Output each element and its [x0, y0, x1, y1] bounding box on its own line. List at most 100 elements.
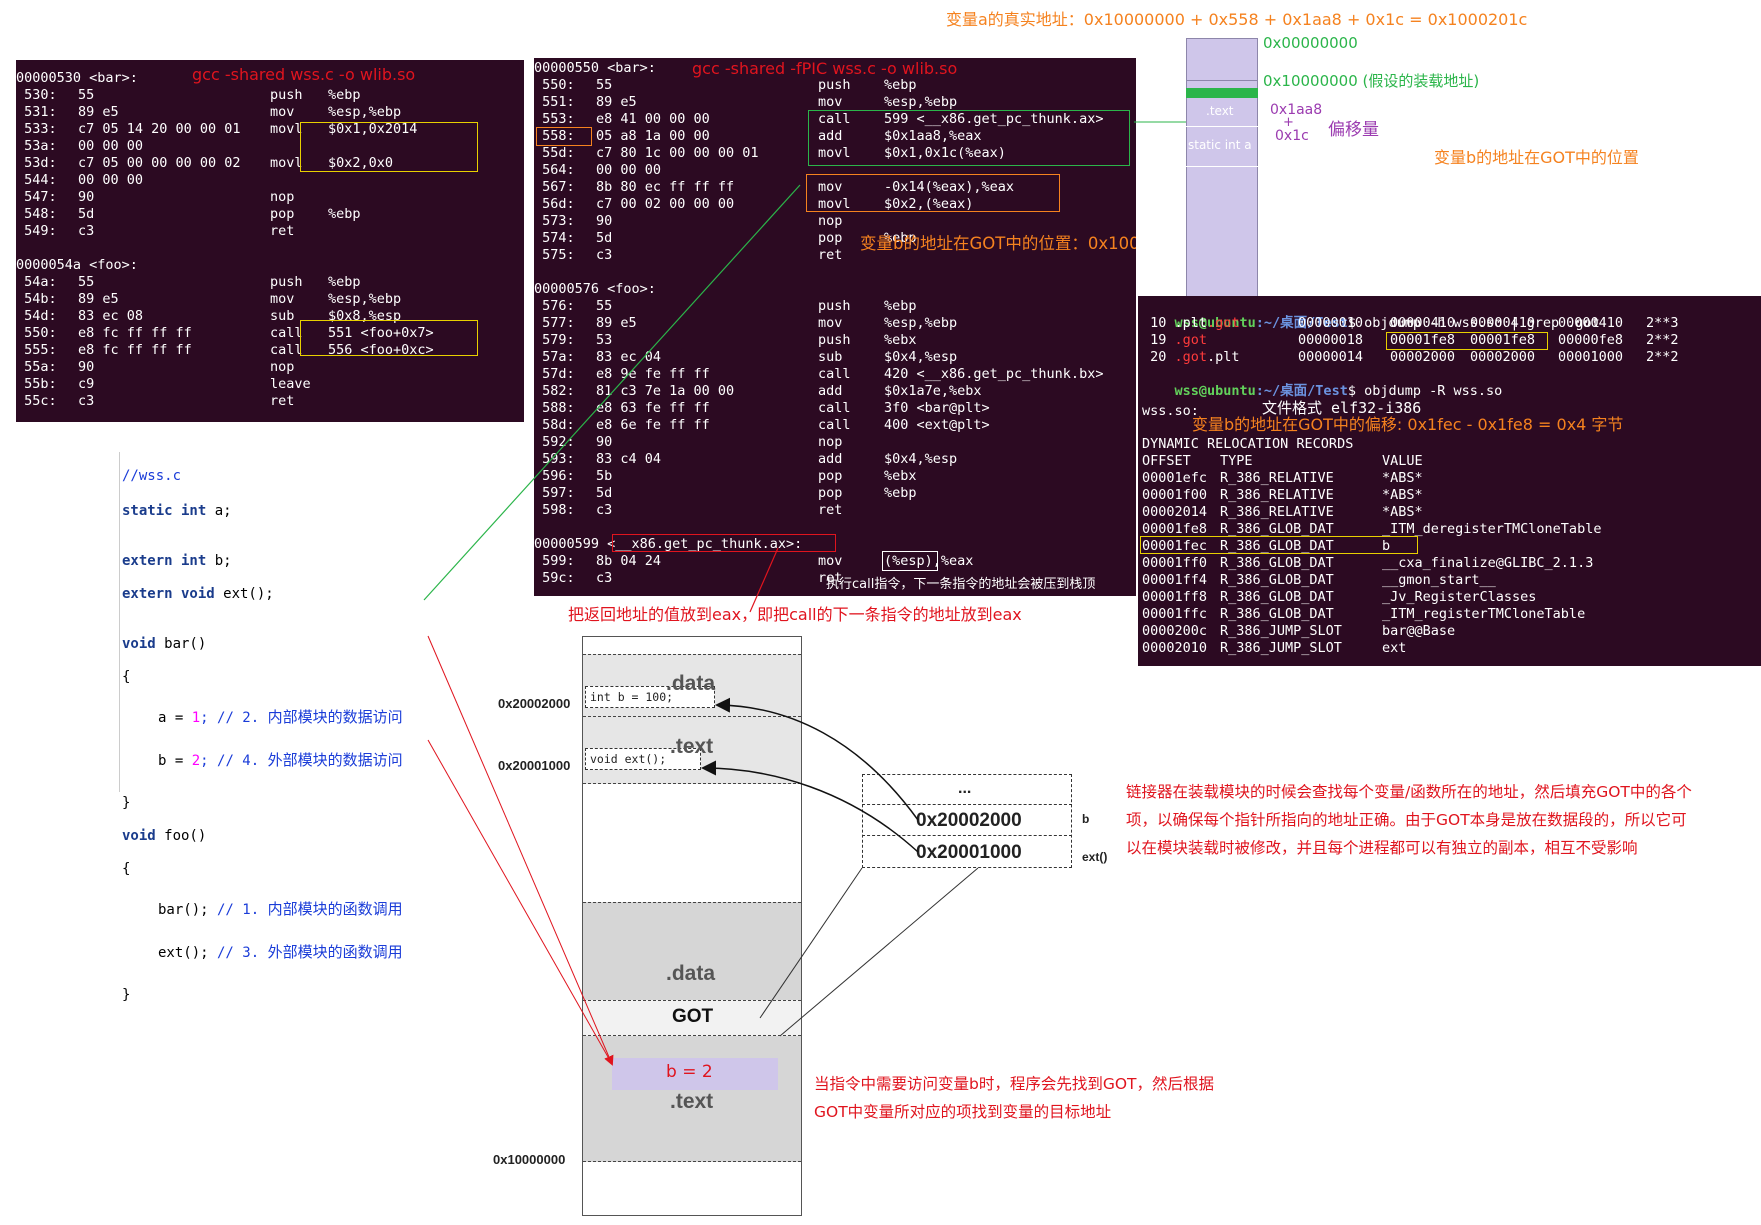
row-addr: 551:: [534, 94, 575, 110]
src-line-bar-call: bar(); // 1. 内部模块的函数调用: [158, 900, 403, 918]
got-row-1: [862, 804, 1072, 836]
row-operand: %ebp: [884, 298, 917, 314]
row-addr: 55a:: [16, 359, 57, 375]
reloc-type: R_386_JUMP_SLOT: [1220, 623, 1342, 639]
reloc-type: R_386_GLOB_DAT: [1220, 538, 1334, 554]
terminal-pic-disasm: 00000550 <bar>: gcc -shared -fPIC wss.c …: [534, 58, 1136, 596]
row-addr: 567:: [534, 179, 575, 195]
reloc-value: _ITM_registerTMCloneTable: [1382, 606, 1586, 622]
row-addr: 59c:: [534, 570, 575, 586]
reloc-offset: 00001f00: [1142, 487, 1208, 503]
row-operand: $0x1a7e,%ebx: [884, 383, 982, 399]
file-name: wss.so:: [1142, 403, 1199, 419]
addr-10000000: 0x10000000: [493, 1152, 566, 1167]
row-operand: %ebp: [884, 77, 917, 93]
section-off: 00000fe8: [1558, 332, 1624, 348]
row-mnemonic: pop: [270, 206, 295, 222]
row-mnemonic: mov: [270, 291, 295, 307]
addr-20002000: 0x20002000: [498, 696, 571, 711]
row-operand: $0x2,0x0: [328, 155, 394, 171]
row-addr: 597:: [534, 485, 575, 501]
row-addr: 0000054a <foo>:: [16, 257, 138, 273]
row-operand: %ebx: [884, 468, 917, 484]
row-hex: 90: [596, 434, 613, 450]
reloc-offset: 00001ff0: [1142, 555, 1208, 571]
reloc-type: R_386_GLOB_DAT: [1220, 521, 1334, 537]
row-addr: 55d:: [534, 145, 575, 161]
reloc-type: R_386_JUMP_SLOT: [1220, 640, 1342, 656]
row-addr: 00000576 <foo>:: [534, 281, 656, 297]
row-mnemonic: ret: [818, 570, 843, 586]
row-hex: e8 fc ff ff ff: [78, 325, 192, 341]
memory-line-0: [1186, 80, 1258, 81]
note-got-position-calc: 变量b的地址在GOT中的位置：0x10000000 + 0x558 + 0x1a…: [860, 234, 1136, 253]
row-addr: 577:: [534, 315, 575, 331]
compile-cmd-pic: gcc -shared -fPIC wss.c -o wlib.so: [692, 59, 958, 78]
reloc-offset: 00001efc: [1142, 470, 1208, 486]
row-mnemonic: call: [818, 366, 851, 382]
reloc-value: _ITM_deregisterTMCloneTable: [1382, 521, 1602, 537]
upper-text-label: .text: [670, 735, 714, 758]
row-addr: 533:: [16, 121, 57, 137]
row-hex: e8 6e fe ff ff: [596, 417, 710, 433]
reloc-offset: 00001ff8: [1142, 589, 1208, 605]
row-mnemonic: add: [818, 451, 843, 467]
row-addr: 579:: [534, 332, 575, 348]
row-hex: c3: [596, 502, 613, 518]
src-line-ext-call: ext(); // 3. 外部模块的函数调用: [158, 943, 403, 961]
highlight-got-load: [806, 174, 1060, 212]
row-addr: 53d:: [16, 155, 57, 171]
row-addr: 549:: [16, 223, 57, 239]
row-mnemonic: nop: [818, 434, 843, 450]
section-name-got: .got: [1207, 315, 1240, 331]
row-addr: 573:: [534, 213, 575, 229]
row-mnemonic: call: [818, 417, 851, 433]
command-objdump-h: $ objdump -h wss.so | grep .got: [1347, 315, 1600, 331]
row-mnemonic: call: [818, 400, 851, 416]
highlight-reloc-b: [1140, 536, 1418, 554]
row-addr: 576:: [534, 298, 575, 314]
row-mnemonic: nop: [270, 189, 295, 205]
func-header-bar-pic: 00000550 <bar>:: [534, 60, 656, 76]
col-value: VALUE: [1382, 453, 1423, 469]
prompt-user-2: wss@ubuntu: [1174, 383, 1256, 399]
row-mnemonic: call: [270, 325, 303, 341]
row-mnemonic: nop: [270, 359, 295, 375]
row-hex: c3: [596, 570, 613, 586]
reloc-type: R_386_GLOB_DAT: [1220, 589, 1334, 605]
lower-data-label: .data: [666, 962, 716, 985]
row-mnemonic: ret: [818, 247, 843, 263]
row-operand: $0x1,0x2014: [328, 121, 418, 137]
row-hex: 81 c3 7e 1a 00 00: [596, 383, 735, 399]
reloc-type: R_386_RELATIVE: [1220, 504, 1334, 520]
section-off: 00001000: [1558, 349, 1624, 365]
row-operand: $0x4,%esp: [884, 349, 958, 365]
row-mnemonic: mov: [818, 179, 843, 195]
row-operand: %ebp: [328, 87, 361, 103]
section-vma: 00002000: [1390, 349, 1456, 365]
row-operand: 420 <__x86.get_pc_thunk.bx>: [884, 366, 1104, 382]
row-hex: 00 00 00: [78, 138, 144, 154]
row-operand: %ebp: [328, 274, 361, 290]
row-mnemonic: sub: [818, 349, 843, 365]
row-operand: $0x1aa8,%eax: [884, 128, 982, 144]
row-addr: 555:: [16, 342, 57, 358]
row-mnemonic: push: [818, 77, 851, 93]
dynamic-reloc-title: DYNAMIC RELOCATION RECORDS: [1142, 436, 1354, 452]
src-line-filename: //wss.c: [122, 468, 182, 484]
section-lma: 00002000: [1470, 349, 1536, 365]
row-addr: 54b:: [16, 291, 57, 307]
row-mnemonic: call: [270, 342, 303, 358]
section-name-pre: .plt: [1166, 315, 1208, 331]
offset-label: 偏移量: [1328, 120, 1379, 140]
src-line-extern-void: extern void ext();: [122, 586, 274, 602]
row-addr: 550:: [534, 77, 575, 93]
row-mnemonic: sub: [270, 308, 295, 324]
section-name-pre: [1166, 349, 1174, 365]
row-operand: %esp,%ebp: [328, 291, 402, 307]
row-operand: %ebp: [884, 485, 917, 501]
section-idx: 19: [1142, 332, 1167, 348]
row-mnemonic: nop: [818, 213, 843, 229]
row-hex: 8b 04 24: [596, 553, 662, 569]
row-operand: %esp,%ebp: [328, 104, 402, 120]
